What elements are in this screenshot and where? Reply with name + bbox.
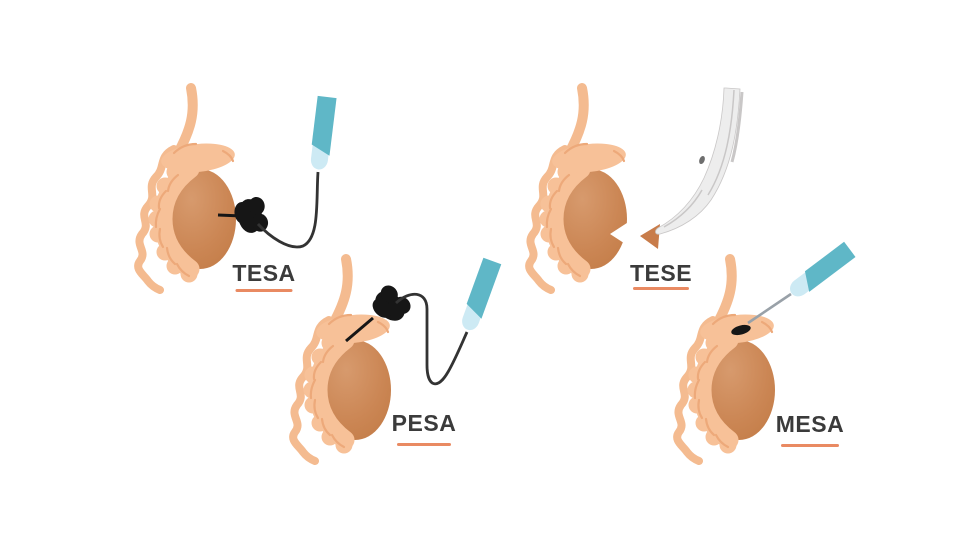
label-tese: TESE (629, 260, 693, 286)
label-underline-mesa (781, 444, 839, 447)
needle-icon (747, 292, 792, 325)
testicle-illustration (293, 259, 391, 461)
label-tesa: TESA (232, 260, 296, 286)
syringe-icon (458, 257, 502, 333)
label-mesa: MESA (775, 411, 845, 437)
label-underline-tesa (235, 289, 293, 292)
incision-opening (731, 324, 751, 336)
tese-illustration (529, 87, 744, 290)
syringe-icon (308, 95, 337, 171)
tubing-line (256, 171, 320, 249)
scissors-icon (655, 87, 744, 235)
tissue-wedge (640, 224, 660, 249)
testicle-illustration (529, 88, 627, 290)
biopsy-notch (610, 221, 630, 247)
label-pesa: PESA (391, 410, 457, 436)
pesa-illustration (293, 257, 502, 461)
label-underline-pesa (397, 443, 451, 446)
mesa-illustration (677, 241, 856, 461)
syringe-icon (785, 241, 856, 301)
needle-icon (345, 316, 374, 343)
testicle-illustration (138, 88, 236, 290)
tesa-illustration (138, 88, 337, 290)
label-underline-tese (633, 287, 689, 290)
testicle-illustration (677, 259, 775, 461)
tubing-line (395, 292, 469, 386)
